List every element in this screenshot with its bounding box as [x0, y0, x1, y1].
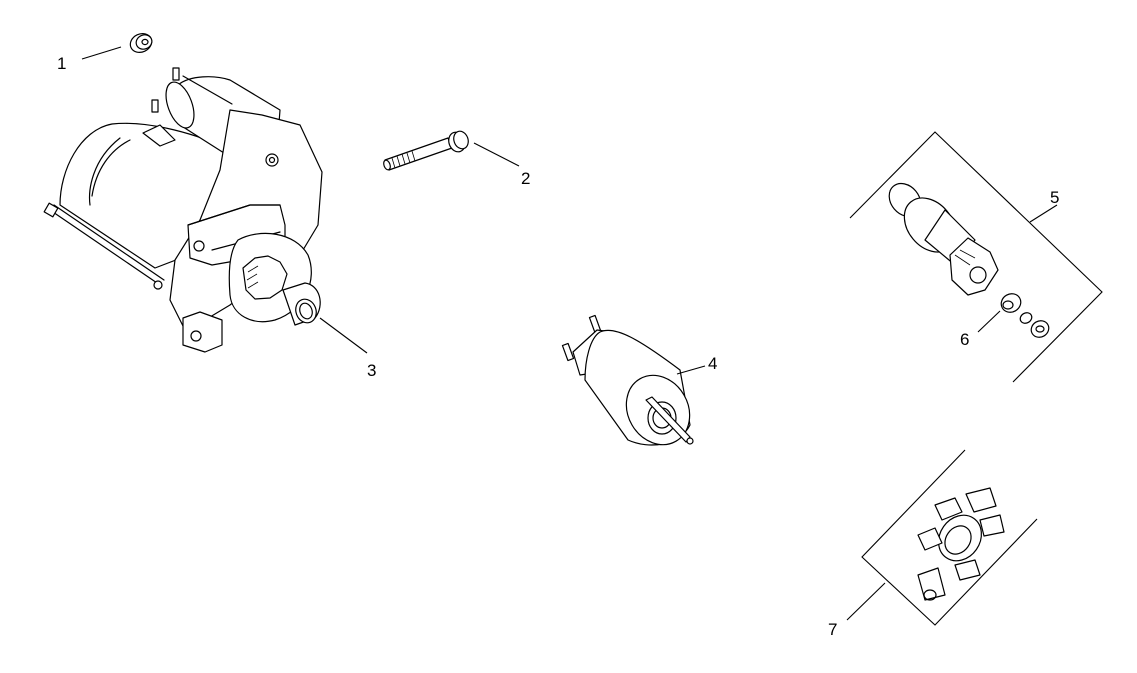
callout-3: 3: [367, 361, 377, 380]
leader-line-3: [319, 317, 368, 354]
leader-line-1: [81, 46, 122, 60]
leader-line-2: [473, 142, 520, 167]
callout-6: 6: [960, 330, 970, 349]
callout-2: 2: [521, 169, 531, 188]
part-6-collar: [977, 293, 1022, 333]
leader-line-7: [846, 582, 886, 621]
leader-line-6: [977, 310, 1001, 333]
part-7-brush-holder-kit: [846, 449, 1038, 626]
part-2-bolt: [383, 130, 520, 171]
callout-1: 1: [57, 54, 67, 73]
part-3-starter-motor: [43, 67, 368, 354]
part-1-nut: [81, 33, 153, 60]
callout-5: 5: [1050, 188, 1060, 207]
callout-4: 4: [708, 354, 718, 373]
part-4-solenoid: [561, 314, 706, 446]
leader-line-4: [676, 365, 706, 375]
part-5-drive-pinion-kit: [849, 131, 1103, 383]
callout-7: 7: [828, 620, 838, 639]
leader-line-5: [1029, 204, 1058, 223]
